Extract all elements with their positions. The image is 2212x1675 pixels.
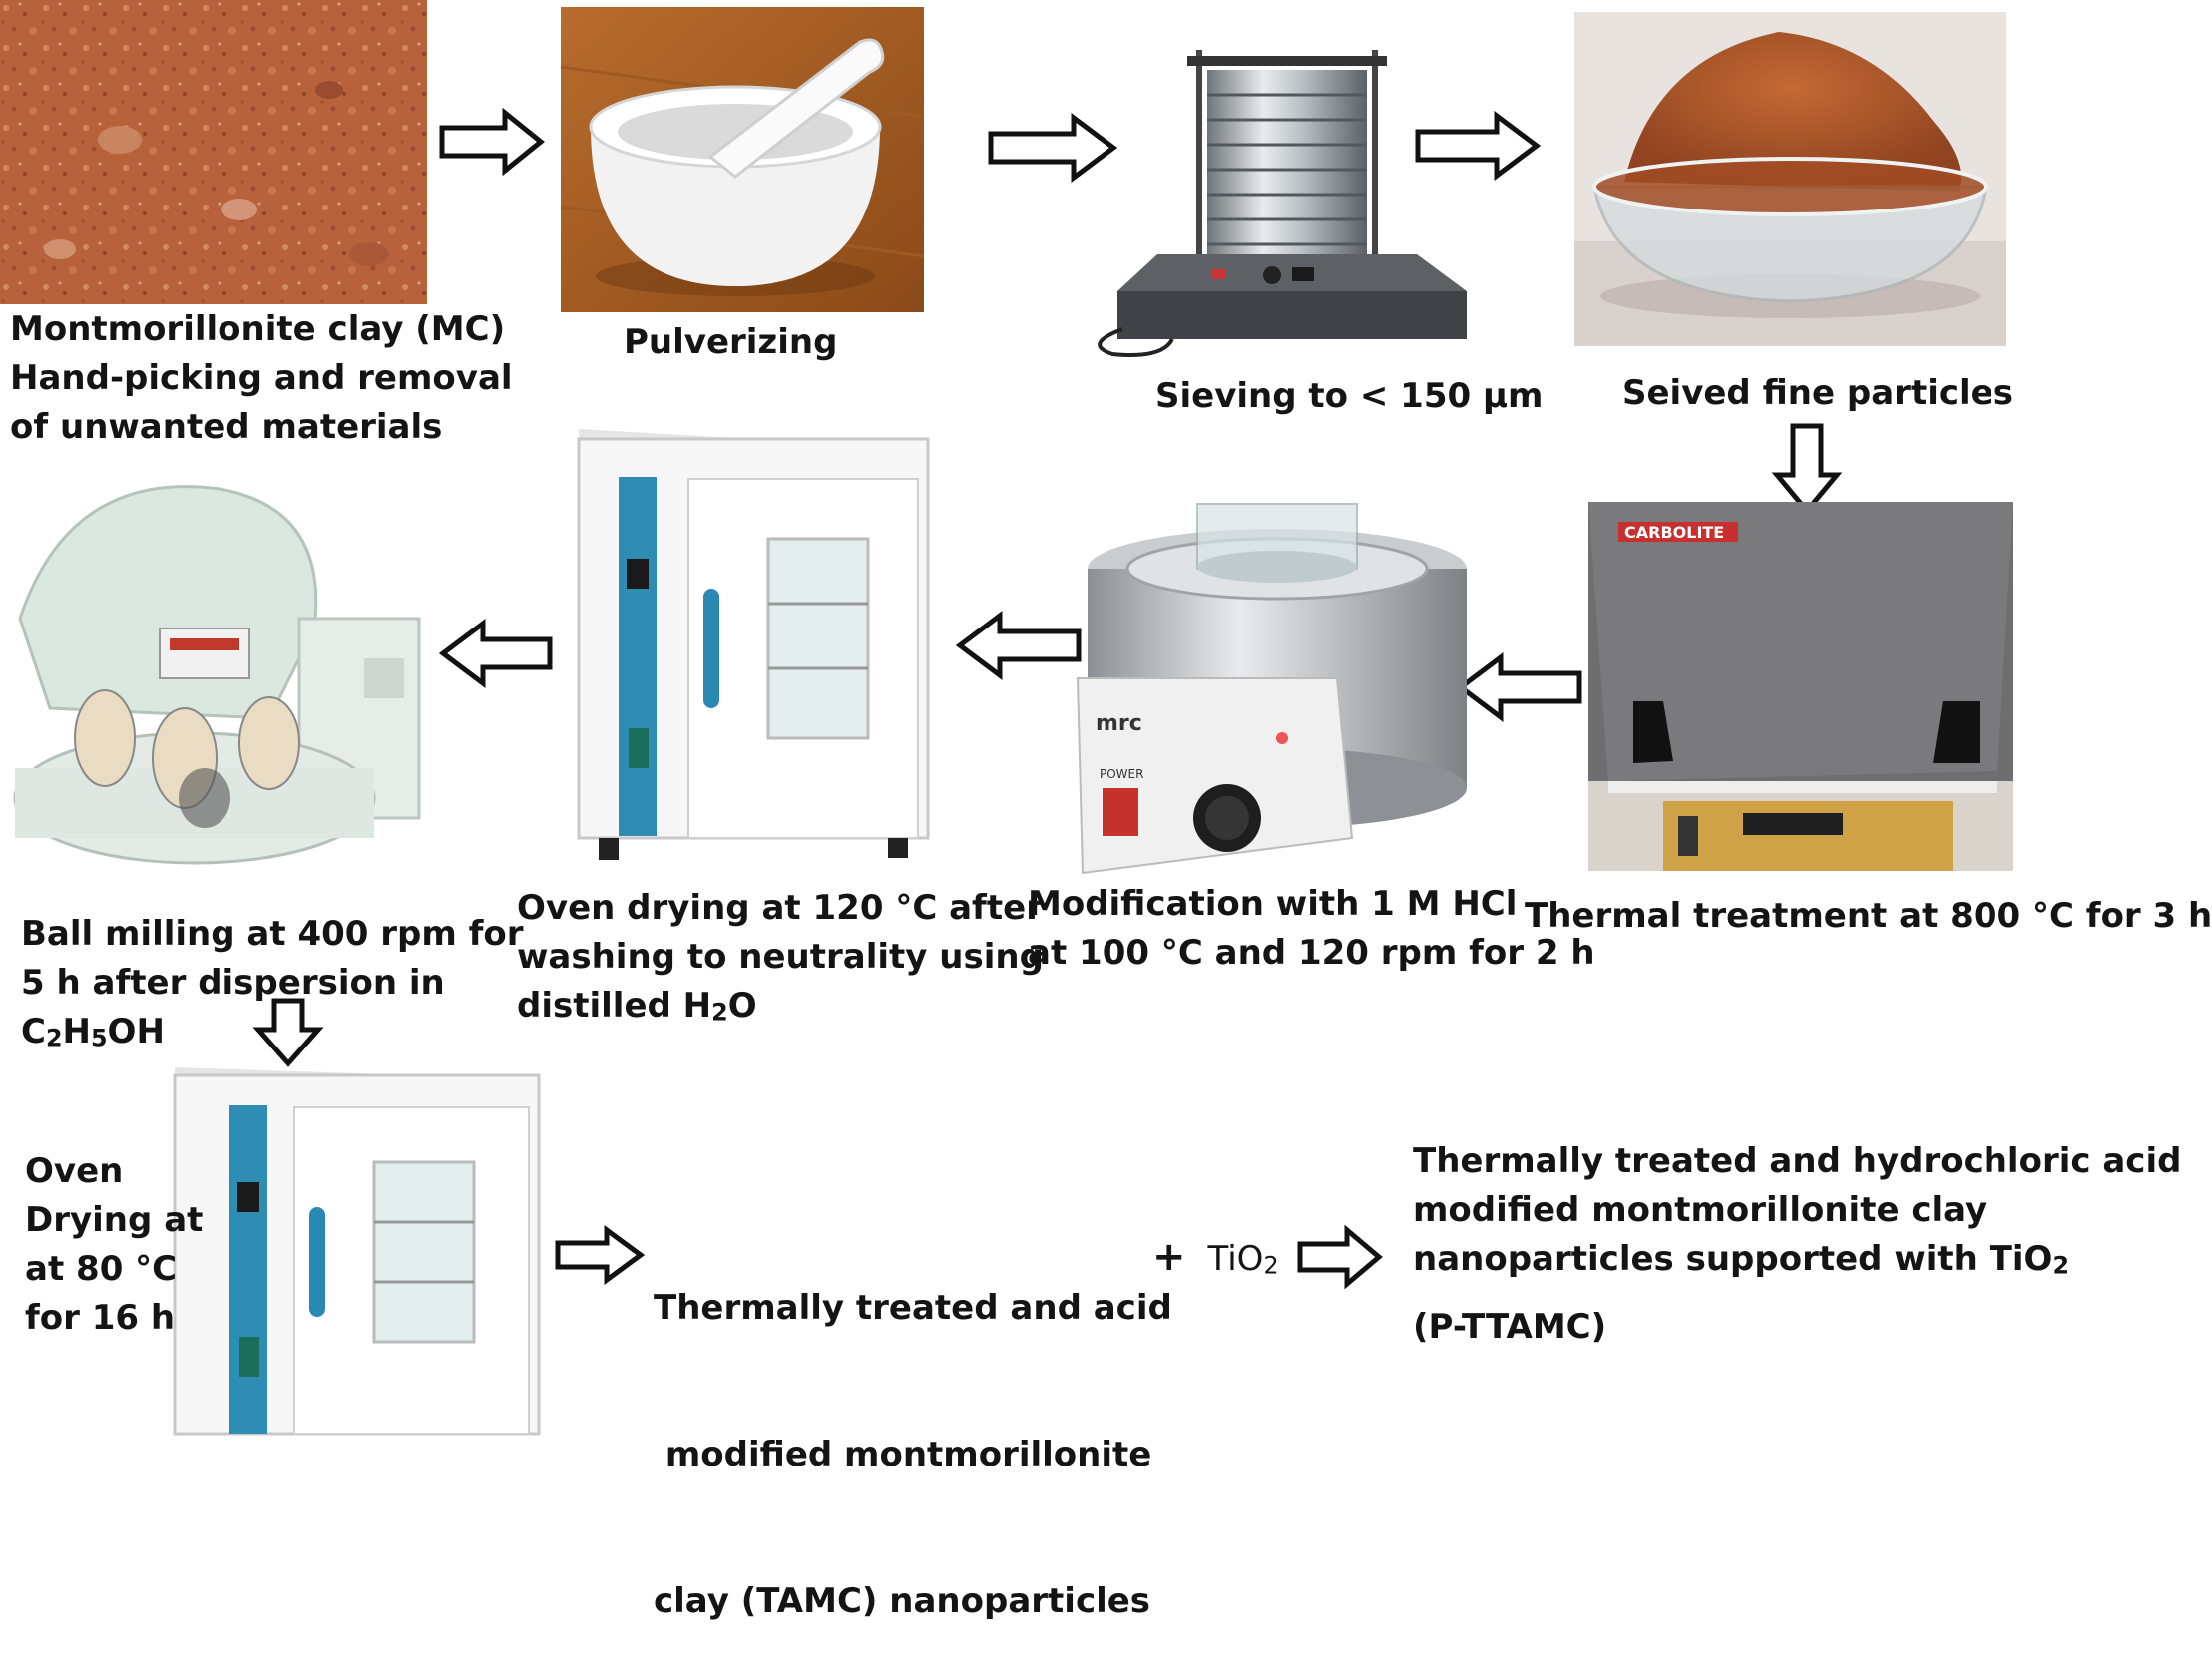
sieve-shaker-image — [1083, 30, 1472, 359]
drying-oven-icon — [577, 429, 930, 860]
product-line-1: Thermally treated and hydrochloric acid — [1413, 1141, 2182, 1181]
pulverizing-label: Pulverizing — [624, 318, 837, 367]
heating-mantle-icon: mrc POWER — [1076, 503, 1467, 875]
red-clay-soil-icon — [0, 0, 427, 304]
oven-final-label: Oven Drying at at 80 °C for 16 h — [25, 1147, 203, 1343]
clay-step-label: Montmorillonite clay (MC) Hand-picking a… — [10, 305, 513, 452]
arrow-left-icon — [955, 611, 1082, 680]
tamc-line-1: Thermally treated and acid — [654, 1288, 1172, 1328]
product-line-2: modified montmorillonite clay — [1413, 1190, 1988, 1230]
sieve-shaker-icon — [1098, 50, 1467, 357]
formula-h-sub: 5 — [90, 1024, 108, 1052]
acid-label-line-2: at 100 °C and 120 rpm for 2 h — [1028, 933, 1595, 973]
product-line-4: (P-TTAMC) — [1413, 1306, 1607, 1347]
mortar-pestle-image — [560, 7, 925, 312]
sieving-label-text: Sieving to < 150 μm — [1155, 376, 1544, 416]
oven-final-line-4: for 16 h — [25, 1298, 176, 1338]
product-line-3-sub: 2 — [2052, 1251, 2070, 1280]
drying-oven-image — [559, 429, 950, 866]
carbolite-brand-text: CARBOLITE — [1624, 523, 1724, 542]
drying-oven-icon — [173, 1067, 541, 1436]
arrow-right-icon — [439, 107, 545, 177]
oven-wash-line-3: distilled H2O — [517, 982, 1044, 1038]
tamc-line-2: modified montmorillonite — [654, 1435, 1152, 1474]
planetary-ball-mill-icon — [13, 485, 421, 865]
product-label: Thermally treated and hydrochloric acid … — [1413, 1137, 2181, 1352]
oven-final-line-1: Oven — [25, 1151, 124, 1191]
plus-sign: + — [1152, 1234, 1186, 1280]
mortar-and-pestle-icon — [560, 7, 925, 312]
oven-final-line-2: Drying at — [25, 1200, 204, 1240]
oven-wash-label: Oven drying at 120 °C after washing to n… — [517, 884, 1044, 1038]
oven-wash-line-3-prefix: distilled H — [517, 986, 712, 1026]
clay-label-line-2: Hand-picking and removal — [10, 358, 513, 398]
mrc-brand-text: mrc — [1096, 711, 1142, 736]
power-text: POWER — [1100, 767, 1143, 781]
sieving-label: Sieving to < 150 μm — [1155, 372, 1543, 421]
product-line-3-prefix: nanoparticles supported with TiO — [1413, 1239, 2053, 1279]
heating-mantle-image: mrc POWER — [1076, 499, 1467, 878]
arrow-right-icon — [988, 113, 1118, 183]
powder-bowl-image — [1574, 12, 2006, 346]
tio2-prefix: TiO — [1207, 1239, 1264, 1279]
clay-soil-image — [0, 0, 427, 304]
plus-tio2: + TiO2 — [1152, 1233, 1279, 1291]
arrow-left-icon — [1456, 652, 1582, 722]
clay-label-line-1: Montmorillonite clay (MC) — [10, 309, 506, 349]
ball-mill-image — [10, 469, 429, 888]
powder-in-bowl-icon — [1574, 12, 2006, 346]
formula-h: H — [62, 1012, 91, 1051]
furnace-image: CARBOLITE — [1588, 502, 2013, 871]
arrow-right-icon — [1297, 1224, 1383, 1290]
ball-mill-formula: C2H5OH — [21, 1008, 524, 1063]
thermal-label-text: Thermal treatment at 800 °C for 3 h — [1525, 896, 2212, 936]
ball-mill-line-2: 5 h after dispersion in — [21, 963, 445, 1003]
fine-particles-label: Seived fine particles — [1622, 369, 2013, 418]
fine-particles-label-text: Seived fine particles — [1622, 373, 2013, 413]
oven-wash-line-3-suffix: O — [727, 986, 757, 1026]
oven-wash-line-1: Oven drying at 120 °C after — [517, 888, 1043, 928]
ball-mill-label: Ball milling at 400 rpm for 5 h after di… — [21, 910, 524, 1063]
acid-label: Modification with 1 M HCl at 100 °C and … — [1028, 880, 1595, 978]
clay-label-line-3: of unwanted materials — [10, 407, 443, 447]
tio2-sub: 2 — [1263, 1251, 1279, 1280]
oven-wash-line-2: washing to neutrality using — [517, 937, 1044, 977]
arrow-left-icon — [438, 619, 553, 688]
oven-final-line-3: at 80 °C — [25, 1249, 178, 1289]
ball-mill-line-1: Ball milling at 400 rpm for — [21, 914, 524, 954]
muffle-furnace-icon: CARBOLITE — [1588, 502, 2013, 871]
arrow-down-icon — [252, 998, 324, 1067]
arrow-down-icon — [1771, 423, 1843, 515]
formula-c-sub: 2 — [45, 1024, 63, 1052]
pulverizing-label-text: Pulverizing — [624, 322, 838, 362]
drying-oven-final-image — [170, 1057, 549, 1436]
tamc-label: Thermally treated and acid modified mont… — [654, 1186, 1172, 1675]
formula-c: C — [21, 1012, 46, 1051]
thermal-label: Thermal treatment at 800 °C for 3 h — [1525, 892, 2212, 941]
acid-label-line-1: Modification with 1 M HCl — [1028, 884, 1518, 924]
arrow-right-icon — [1415, 111, 1542, 181]
formula-oh: OH — [107, 1012, 165, 1051]
arrow-right-icon — [555, 1225, 646, 1285]
tamc-line-3: clay (TAMC) nanoparticles — [654, 1581, 1151, 1621]
product-line-3: nanoparticles supported with TiO2 — [1413, 1235, 2181, 1291]
oven-wash-line-3-sub: 2 — [711, 998, 728, 1027]
